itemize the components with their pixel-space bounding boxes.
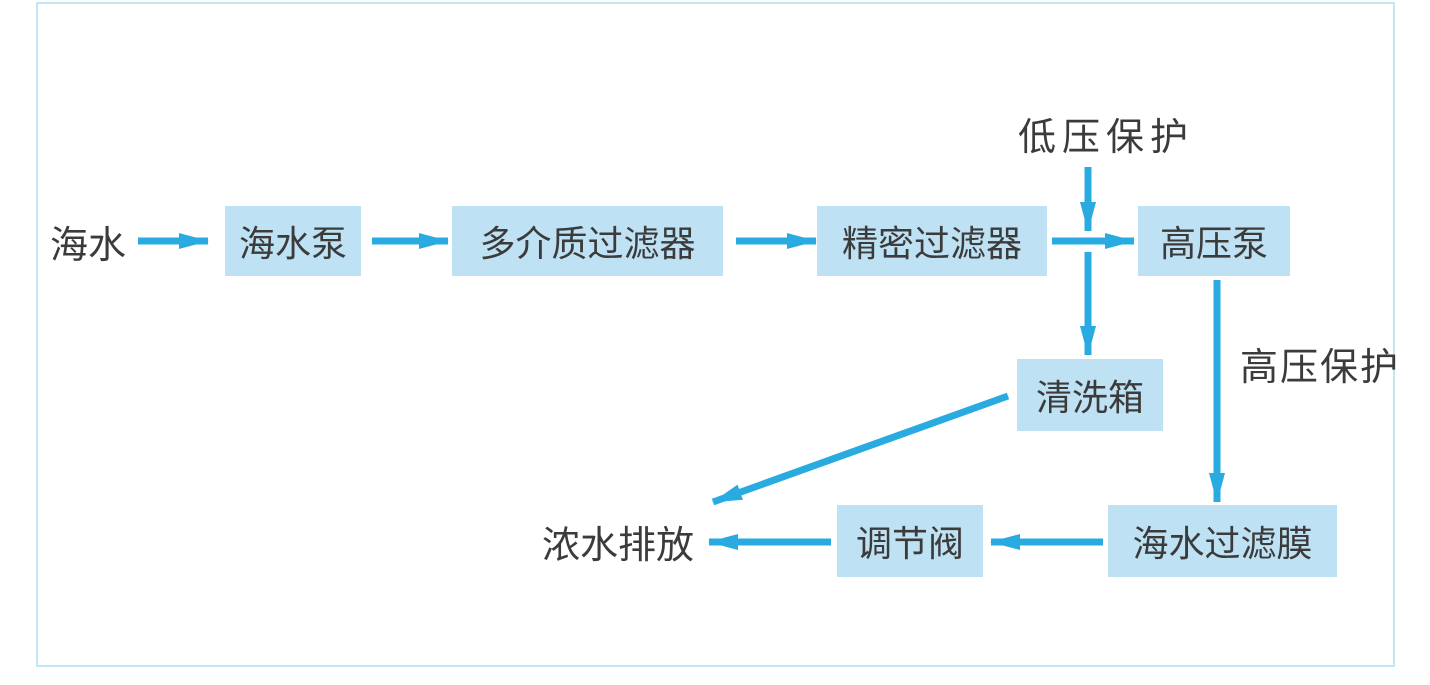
node-regulating-valve-label: 调节阀 — [855, 523, 964, 564]
node-seawater: 海水 — [46, 218, 130, 267]
label-high-pressure-protection: 高压保护 — [1238, 340, 1402, 389]
node-cleaning-tank-label: 清洗箱 — [1035, 377, 1144, 418]
node-seawater-filter-membrane-label: 海水过滤膜 — [1132, 523, 1313, 564]
node-high-pressure-pump-label: 高压泵 — [1159, 223, 1268, 264]
node-seawater-pump: 海水泵 — [225, 206, 361, 276]
label-concentrate-discharge-text: 浓水排放 — [541, 524, 694, 567]
node-multimedia-filter-label: 多介质过滤器 — [479, 223, 696, 264]
node-precision-filter: 精密过滤器 — [817, 206, 1047, 276]
node-seawater-filter-membrane: 海水过滤膜 — [1108, 505, 1337, 577]
node-seawater-pump-label: 海水泵 — [238, 223, 347, 264]
node-regulating-valve: 调节阀 — [837, 505, 983, 577]
label-low-pressure-protection-text: 低压保护 — [1017, 116, 1194, 159]
node-high-pressure-pump: 高压泵 — [1138, 206, 1290, 276]
label-high-pressure-protection-text: 高压保护 — [1239, 346, 1400, 389]
node-cleaning-tank: 清洗箱 — [1017, 359, 1163, 431]
node-seawater-label: 海水 — [49, 224, 126, 267]
node-precision-filter-label: 精密过滤器 — [841, 223, 1022, 264]
node-multimedia-filter: 多介质过滤器 — [452, 206, 723, 276]
label-low-pressure-protection: 低压保护 — [1008, 110, 1204, 159]
label-concentrate-discharge: 浓水排放 — [538, 518, 698, 567]
